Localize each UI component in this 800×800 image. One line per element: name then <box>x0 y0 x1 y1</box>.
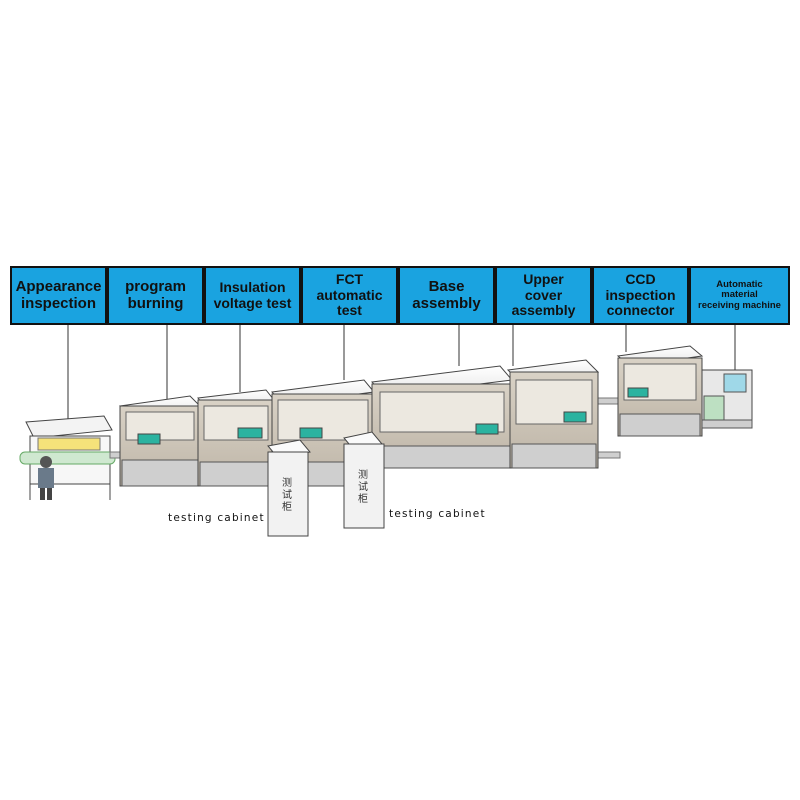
machine-module-base-assembly <box>371 365 513 469</box>
station-label-upper-cover-assembly: Upper cover assembly <box>495 266 592 325</box>
station-label-fct-automatic-test: FCT automatic test <box>301 266 398 325</box>
testing-cabinet-2-mark: 测试柜 <box>358 470 368 505</box>
testing-cabinet-caption-1: testing cabinet <box>168 512 265 524</box>
machine-module-insulation-voltage-test <box>197 389 275 487</box>
pointer-lines <box>67 325 736 420</box>
machine-module-ccd-inspection <box>616 345 704 437</box>
testing-cabinet-caption-2: testing cabinet <box>389 508 486 520</box>
testing-cabinet-2 <box>343 431 385 529</box>
station-label-appearance-inspection: Appearance inspection <box>10 266 107 325</box>
station-label-ccd-inspection-connector: CCD inspection connector <box>592 266 689 325</box>
machine-module-material-receiving <box>701 369 753 429</box>
operator-figure <box>38 456 54 500</box>
testing-cabinet-1 <box>267 439 311 537</box>
station-label-automatic-material-receiving-machine: Automatic material receiving machine <box>689 266 790 325</box>
machine-module-program-burning <box>118 395 202 487</box>
station-label-program-burning: program burning <box>107 266 204 325</box>
testing-cabinet-1-mark: 测试柜 <box>282 478 292 513</box>
machine-module-upper-cover-assembly <box>506 359 600 469</box>
appearance-inspection-station <box>19 415 116 500</box>
station-label-base-assembly: Base assembly <box>398 266 495 325</box>
station-label-insulation-voltage-test: Insulation voltage test <box>204 266 301 325</box>
